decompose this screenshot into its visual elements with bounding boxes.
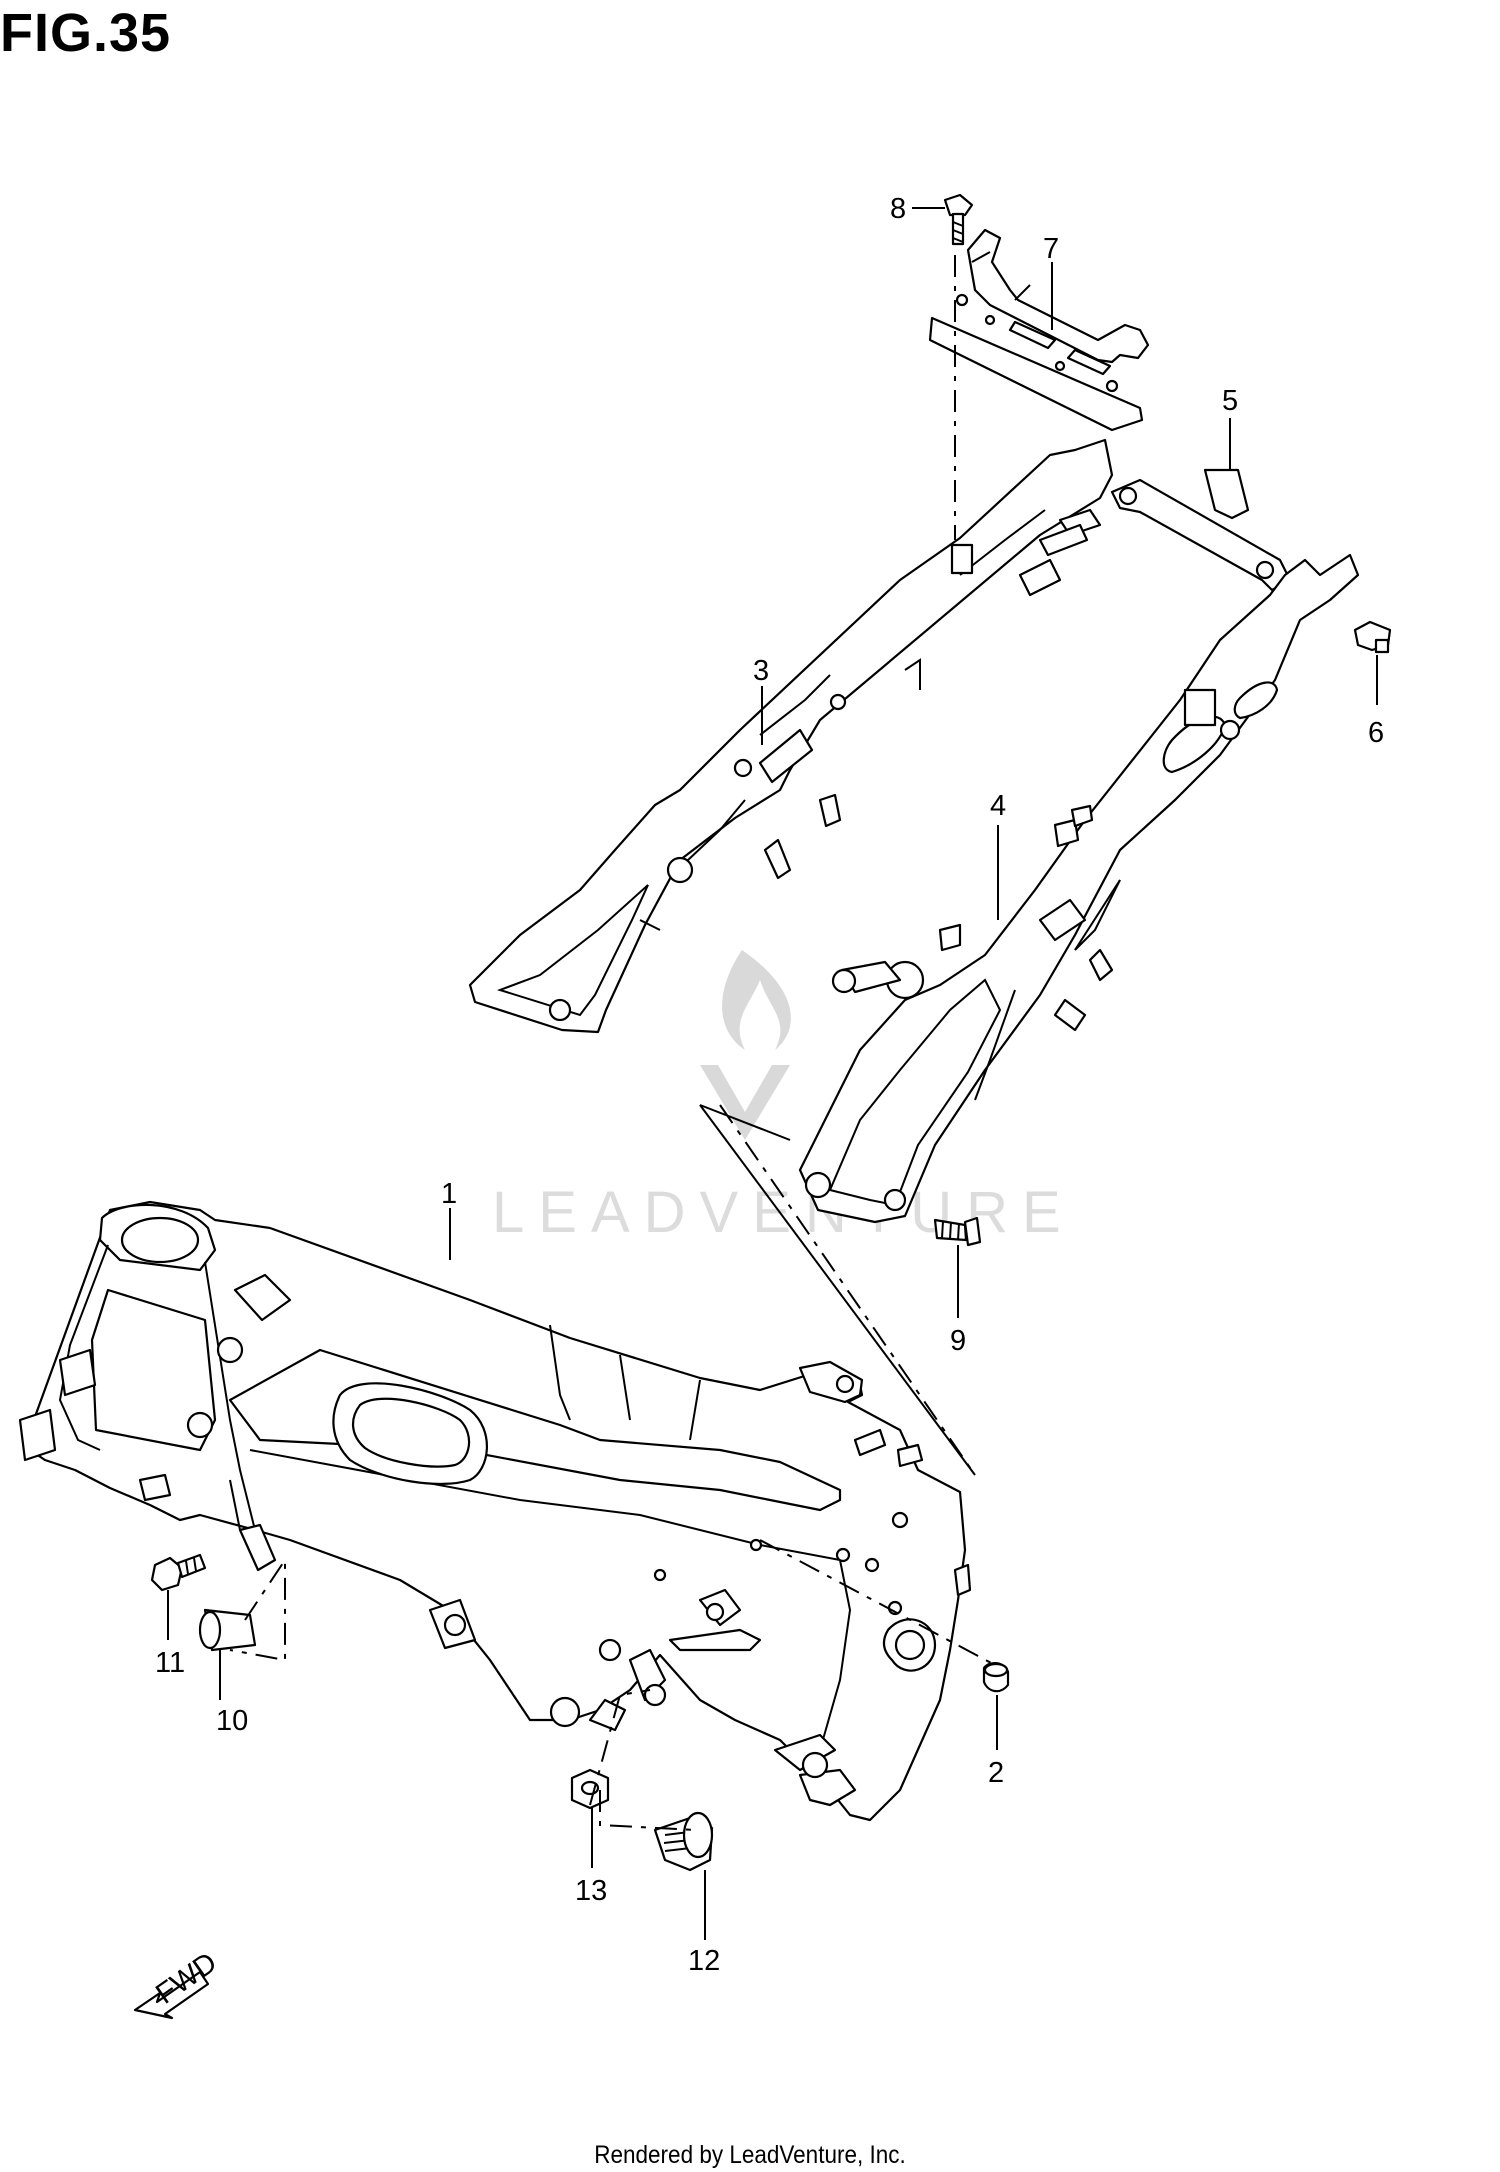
watermark-logo bbox=[700, 950, 791, 1140]
callout-2: 2 bbox=[988, 1757, 1004, 1789]
part-1-frame-main[interactable] bbox=[18, 1200, 972, 1822]
fwd-label: FWD bbox=[150, 1946, 222, 2010]
callout-12: 12 bbox=[688, 1945, 720, 1977]
part-6-bolt[interactable] bbox=[1353, 620, 1392, 654]
part-11-bolt[interactable] bbox=[150, 1553, 207, 1592]
part-3-seat-rail-left[interactable] bbox=[468, 438, 1114, 1034]
part-2-plug[interactable] bbox=[982, 1662, 1010, 1693]
callout-13: 13 bbox=[575, 1875, 607, 1907]
callout-10: 10 bbox=[216, 1705, 248, 1737]
connector-line bbox=[699, 1104, 791, 1141]
part-5-rear-bracket[interactable] bbox=[1110, 468, 1292, 592]
watermark-text: LEADVENTURE bbox=[492, 1180, 1075, 1245]
callout-8: 8 bbox=[890, 193, 906, 225]
callout-7: 7 bbox=[1043, 233, 1059, 265]
assembly-lines bbox=[229, 255, 996, 1831]
leader-lines bbox=[167, 207, 1378, 1940]
callout-9: 9 bbox=[950, 1325, 966, 1357]
figure-title: FIG.35 bbox=[0, 3, 172, 63]
callout-4: 4 bbox=[990, 790, 1006, 822]
part-10-collar[interactable] bbox=[198, 1608, 257, 1652]
footer-credit: Rendered by LeadVenture, Inc. bbox=[594, 2141, 906, 2169]
part-9-bolt[interactable] bbox=[933, 1216, 982, 1247]
fwd-arrow-icon bbox=[133, 1970, 210, 2020]
part-8-bolt[interactable] bbox=[943, 193, 974, 246]
callout-3: 3 bbox=[753, 655, 769, 687]
callout-5: 5 bbox=[1222, 385, 1238, 417]
callout-numbers: 8 7 5 3 4 6 9 1 2 10 11 12 13 bbox=[155, 193, 1384, 1977]
part-12-adjuster-bolt[interactable] bbox=[653, 1811, 714, 1872]
callout-6: 6 bbox=[1368, 717, 1384, 749]
connector-line bbox=[699, 1104, 976, 1476]
callout-1: 1 bbox=[441, 1178, 457, 1210]
part-7-bracket-plate[interactable] bbox=[928, 228, 1150, 432]
callout-11: 11 bbox=[155, 1647, 185, 1679]
part-4-seat-rail-right[interactable] bbox=[798, 553, 1360, 1224]
